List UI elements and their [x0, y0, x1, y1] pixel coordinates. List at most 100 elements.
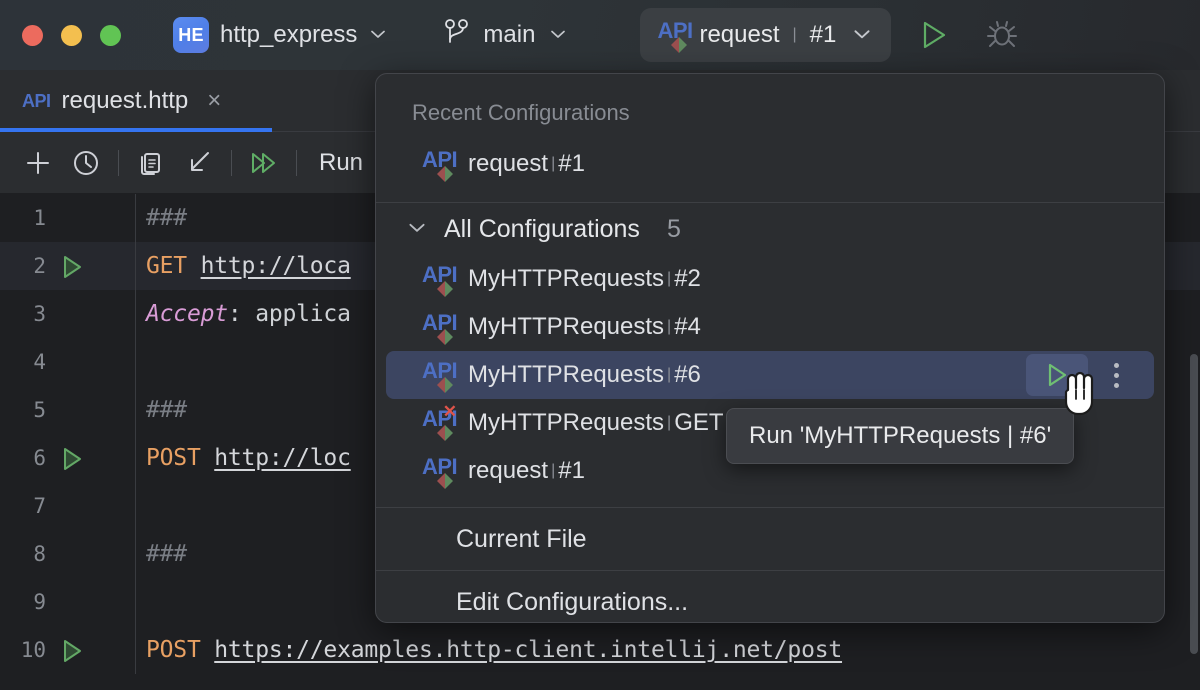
- line-number: 2: [33, 254, 46, 278]
- gutter-separator: [135, 530, 136, 578]
- current-file-item[interactable]: Current File: [386, 508, 1154, 570]
- title-bar: HE http_express main API: [0, 0, 1200, 70]
- run-button[interactable]: [911, 12, 957, 58]
- chevron-down-icon: [851, 23, 873, 48]
- gutter-separator: [135, 626, 136, 674]
- history-clock-icon[interactable]: [62, 140, 110, 186]
- code-text: ###: [136, 541, 187, 567]
- configuration-list-item[interactable]: API MyHTTPRequests|#4: [386, 303, 1154, 351]
- gutter: 10: [0, 626, 136, 674]
- configuration-name: MyHTTPRequests: [468, 361, 665, 388]
- toolbar-divider: [231, 149, 232, 176]
- project-badge: HE: [173, 17, 209, 53]
- line-number: 4: [33, 350, 46, 374]
- popup-divider: [376, 507, 1164, 508]
- token-header: Accept: [146, 301, 228, 327]
- chevron-down-icon: [548, 24, 568, 47]
- line-number: 6: [33, 446, 46, 470]
- active-tab-indicator: [0, 128, 272, 132]
- code-line[interactable]: 8###: [0, 530, 1200, 578]
- tab-request-http[interactable]: API request.http ×: [0, 70, 237, 132]
- examples-document-icon[interactable]: [127, 140, 175, 186]
- gutter-separator: [135, 290, 136, 338]
- add-request-button[interactable]: [14, 140, 62, 186]
- line-number: 7: [33, 494, 46, 518]
- code-text: POST https://examples.http-client.intell…: [136, 637, 842, 663]
- vertical-scrollbar[interactable]: [1190, 354, 1198, 654]
- token-punct: :: [227, 301, 256, 327]
- group-count: 5: [666, 214, 681, 243]
- line-number: 10: [20, 638, 46, 662]
- api-icon: API: [422, 264, 458, 297]
- configuration-list-item[interactable]: API✕MyHTTPRequests|GET: [386, 399, 1154, 447]
- more-actions-button[interactable]: [1088, 354, 1144, 396]
- configuration-number: #1: [558, 150, 585, 177]
- debug-button[interactable]: [979, 12, 1025, 58]
- code-line[interactable]: 10 POST https://examples.http-client.inte…: [0, 626, 1200, 674]
- api-icon: API: [422, 312, 458, 345]
- popup-divider: [376, 570, 1164, 571]
- toolbar-run-label[interactable]: Run: [319, 148, 364, 176]
- project-selector[interactable]: HE http_express: [173, 17, 388, 53]
- code-line[interactable]: 5 ###: [0, 386, 1200, 434]
- zoom-window-button[interactable]: [100, 24, 121, 46]
- run-config-name: request: [699, 21, 780, 48]
- code-text: ###: [136, 205, 187, 231]
- gutter-separator: [135, 242, 136, 290]
- code-line[interactable]: 4: [0, 338, 1200, 386]
- code-text: ###: [136, 397, 187, 423]
- configuration-name: MyHTTPRequests: [468, 409, 665, 436]
- minimize-window-button[interactable]: [61, 24, 82, 46]
- run-configuration-selector[interactable]: API request | #1: [640, 8, 892, 62]
- gutter: 1: [0, 194, 136, 242]
- tab-label: request.http: [61, 87, 189, 114]
- gutter-run-icon[interactable]: [58, 638, 86, 669]
- configuration-name: request: [468, 457, 549, 484]
- api-icon: API✕: [422, 403, 458, 441]
- configuration-number: GET: [674, 409, 724, 436]
- edit-configurations-item[interactable]: Edit Configurations...: [386, 571, 1154, 622]
- branch-selector[interactable]: main: [444, 18, 568, 53]
- run-all-requests-icon[interactable]: [240, 140, 288, 186]
- import-arrow-icon[interactable]: [175, 140, 223, 186]
- chevron-down-icon: [368, 24, 388, 47]
- dot: [1113, 362, 1119, 368]
- token-text: [201, 445, 215, 471]
- all-configurations-group-header[interactable]: All Configurations 5: [376, 203, 1164, 255]
- gutter: 2: [0, 242, 136, 290]
- configuration-name: MyHTTPRequests: [468, 313, 665, 340]
- code-line[interactable]: 7: [0, 482, 1200, 530]
- window-traffic-lights: [22, 24, 121, 46]
- token-method: POST: [146, 445, 201, 471]
- token-comment: ###: [146, 541, 187, 567]
- gutter-separator: [135, 434, 136, 482]
- chevron-down-icon: [406, 216, 428, 243]
- configuration-number: #6: [674, 361, 701, 388]
- configuration-number: #4: [674, 313, 701, 340]
- git-branch-icon: [444, 18, 470, 53]
- code-line[interactable]: 9: [0, 578, 1200, 626]
- run-configuration-button[interactable]: [1026, 354, 1088, 396]
- configuration-separator: |: [667, 270, 672, 287]
- close-window-button[interactable]: [22, 24, 43, 46]
- configuration-separator: |: [667, 318, 672, 335]
- code-text: GET http://loca: [136, 253, 351, 279]
- code-text: Accept: applica: [136, 301, 351, 327]
- close-tab-icon[interactable]: ×: [207, 87, 222, 114]
- token-text: [201, 637, 215, 663]
- api-file-icon: API: [22, 90, 51, 111]
- gutter-run-icon[interactable]: [58, 254, 86, 285]
- line-number: 5: [33, 398, 46, 422]
- gutter: 9: [0, 578, 136, 626]
- run-config-number: #1: [809, 21, 837, 48]
- code-line[interactable]: 1###: [0, 194, 1200, 242]
- gutter-run-icon[interactable]: [58, 446, 86, 477]
- api-icon: API: [422, 360, 458, 393]
